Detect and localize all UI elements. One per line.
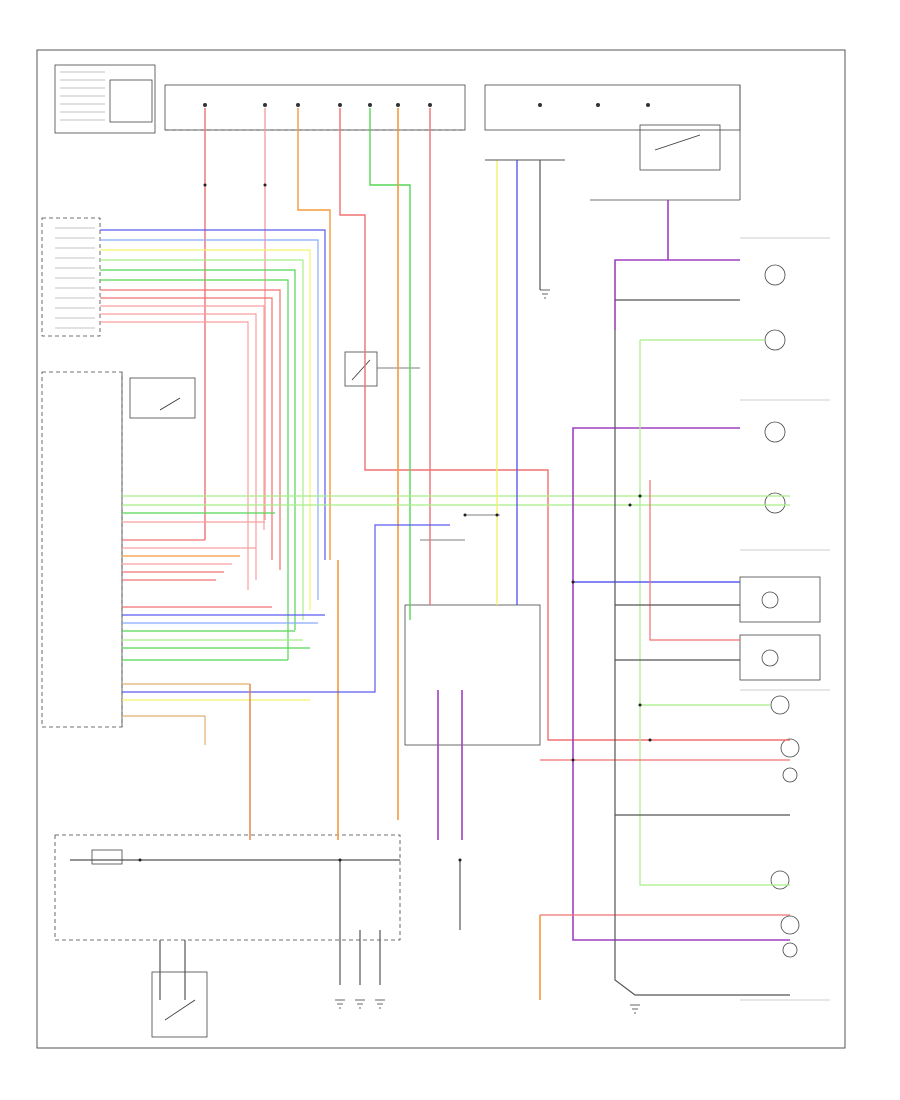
wire-pink-sw9 xyxy=(100,305,265,530)
wire-lightblue-sw2 xyxy=(100,239,319,600)
hazard-connector xyxy=(404,514,541,746)
wire-pink-sw11 xyxy=(100,321,249,590)
wire-red-fuse-d xyxy=(339,108,790,741)
ground-symbols xyxy=(335,289,640,1014)
wire-green-fuse-e xyxy=(369,108,411,620)
wire-blue-bcm-18 xyxy=(122,524,450,693)
wire-pink-sw10 xyxy=(100,313,257,580)
wire-red-sw7 xyxy=(100,289,281,570)
wire-lightgreen-sw4 xyxy=(100,259,304,620)
body-control-module xyxy=(41,371,196,728)
center-relay xyxy=(344,351,420,387)
wire-red-sw8 xyxy=(100,297,273,560)
right-lamp-group xyxy=(739,237,830,1001)
wire-green-sw5 xyxy=(100,269,296,630)
wire-green-sw6 xyxy=(100,279,289,660)
wire-gray-ground-v xyxy=(614,330,790,996)
combination-switch xyxy=(41,217,101,337)
wire-yellow-sw3 xyxy=(100,249,311,610)
relay-box-top-right xyxy=(484,84,741,201)
diagram-border xyxy=(36,49,846,1049)
wire-red-right-1 xyxy=(649,480,740,641)
wire-lightgreen-right-v xyxy=(639,340,790,886)
under-dash-fuse-block xyxy=(164,84,466,131)
multiplex-control-unit-top xyxy=(54,64,156,134)
junction-dots xyxy=(138,183,652,862)
wire-purple-right-mid xyxy=(572,427,790,941)
lighting-control-unit xyxy=(54,834,401,1038)
wire-orange-fuse-c xyxy=(297,108,331,560)
wire-purple-relay xyxy=(614,200,669,330)
wire-blue-sw1 xyxy=(100,229,326,560)
